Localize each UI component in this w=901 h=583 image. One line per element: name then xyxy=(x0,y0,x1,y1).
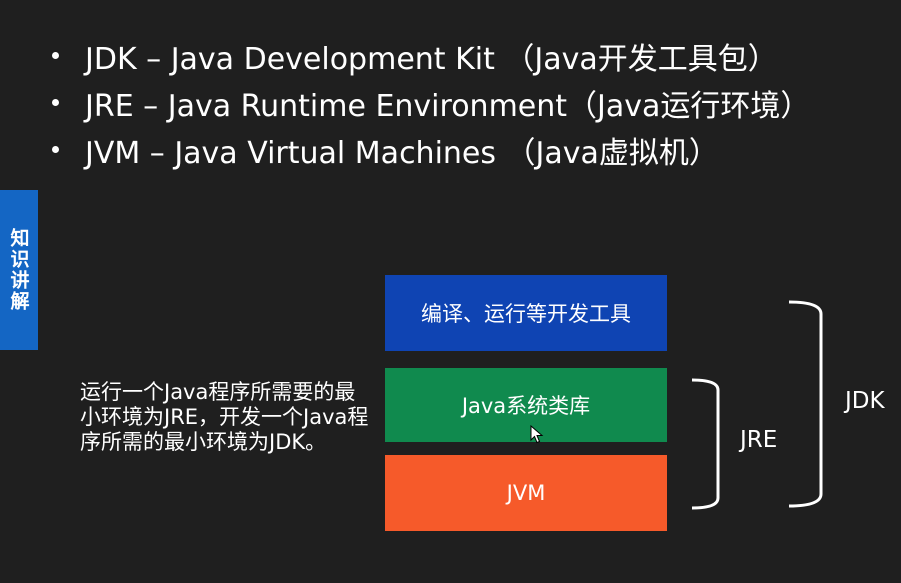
jdk-label: JDK xyxy=(845,388,885,414)
bullet-text: JVM – Java Virtual Machines （Java虚拟机） xyxy=(85,135,719,171)
layer-class-library: Java系统类库 xyxy=(385,368,667,442)
bullet-item-jre: JRE – Java Runtime Environment（Java运行环境） xyxy=(52,79,810,126)
jre-label: JRE xyxy=(740,427,778,453)
bullet-dot-icon xyxy=(52,99,59,106)
layer-dev-tools: 编译、运行等开发工具 xyxy=(385,275,667,351)
jdk-bracket-icon xyxy=(788,300,823,508)
layer-label: 编译、运行等开发工具 xyxy=(421,302,631,326)
bullet-text: JRE – Java Runtime Environment（Java运行环境） xyxy=(85,88,811,124)
bullet-item-jvm: JVM – Java Virtual Machines （Java虚拟机） xyxy=(52,126,810,173)
layer-label: JVM xyxy=(506,481,546,505)
bullet-dot-icon xyxy=(52,146,59,153)
layer-jvm: JVM xyxy=(385,455,667,531)
jre-bracket-icon xyxy=(691,378,720,510)
layer-label: Java系统类库 xyxy=(461,394,591,418)
bullet-item-jdk: JDK – Java Development Kit （Java开发工具包） xyxy=(52,32,810,79)
bullet-text: JDK – Java Development Kit （Java开发工具包） xyxy=(85,41,778,77)
bullet-list: JDK – Java Development Kit （Java开发工具包） J… xyxy=(52,32,810,173)
bullet-dot-icon xyxy=(52,52,59,59)
description-text: 运行一个Java程序所需要的最小环境为JRE，开发一个Java程序所需的最小环境… xyxy=(80,380,369,454)
mouse-cursor-icon xyxy=(530,425,544,444)
side-tab-knowledge[interactable]: 知识讲解 xyxy=(0,190,38,350)
side-tab-label: 知识讲解 xyxy=(7,228,30,312)
